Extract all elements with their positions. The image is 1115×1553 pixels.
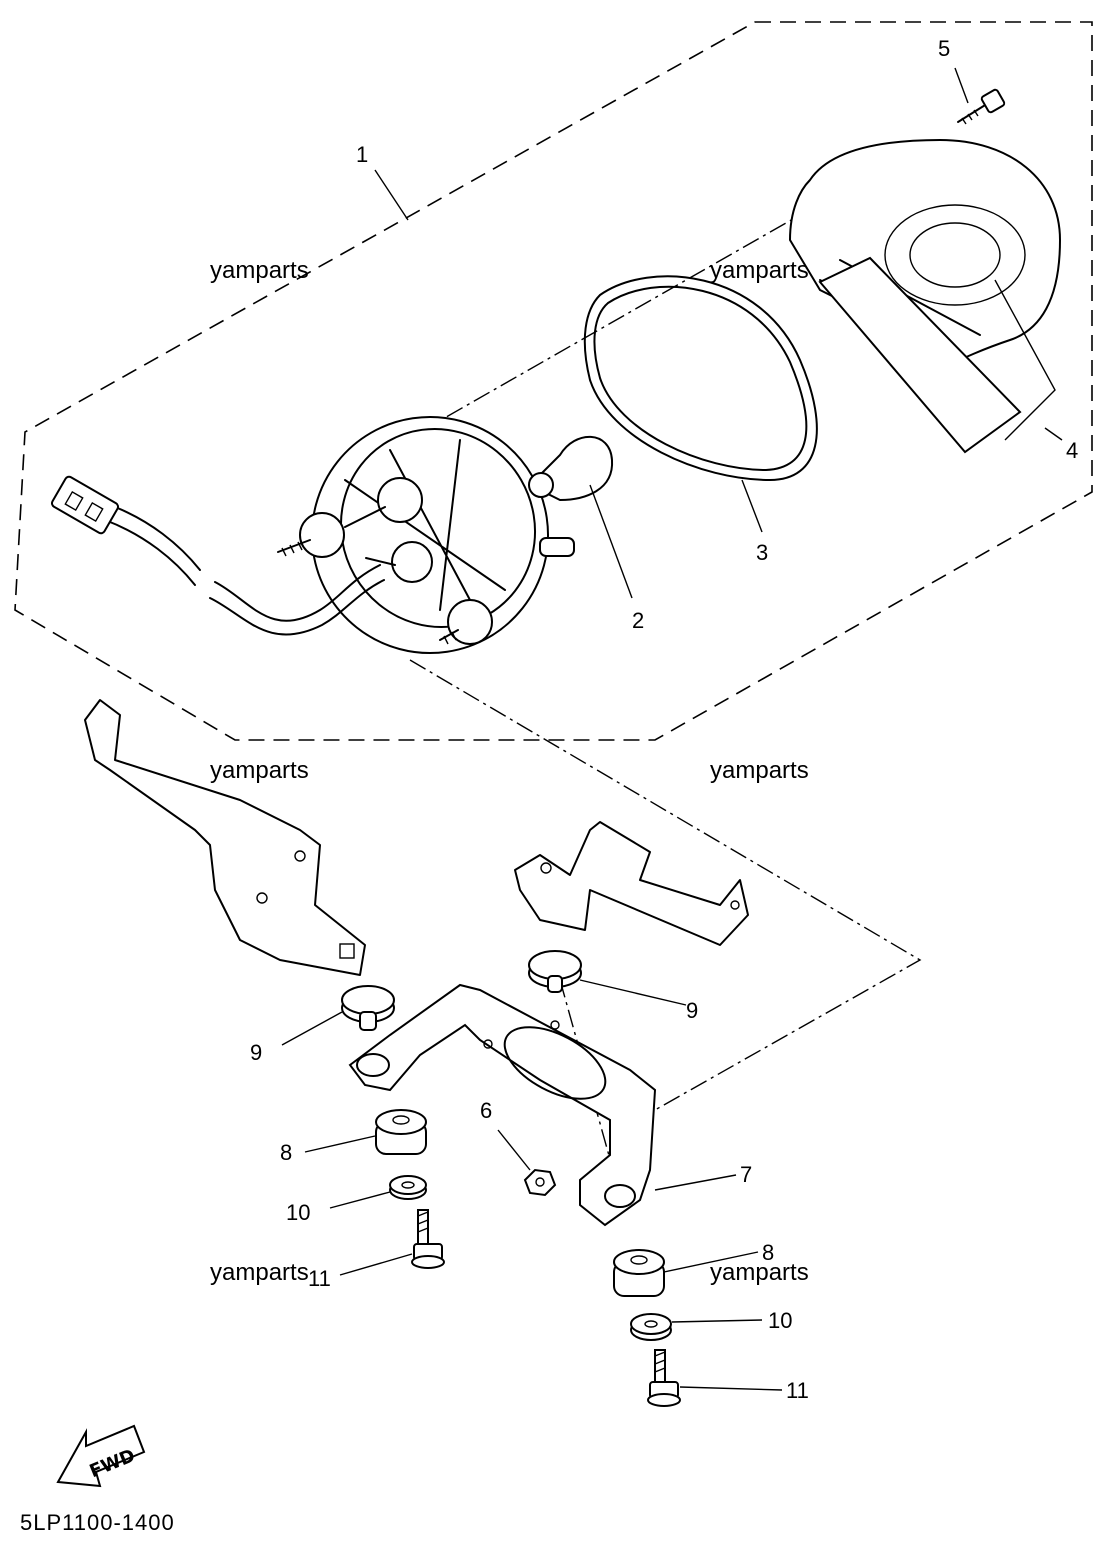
callout-11-right: 11 — [786, 1378, 809, 1403]
callout-10-left: 10 — [286, 1200, 310, 1225]
bulb — [528, 435, 614, 502]
nut — [523, 1168, 557, 1197]
bulb-sockets — [277, 477, 493, 645]
wiring-harness — [50, 475, 385, 636]
forward-arrow-icon: FWD — [56, 1424, 146, 1488]
grommet-right — [528, 950, 582, 993]
watermark-bottom-right: yamparts — [710, 1259, 809, 1286]
watermark-bottom-left: yamparts — [210, 1259, 309, 1286]
gasket — [583, 275, 818, 481]
screw — [957, 88, 1006, 125]
callout-4: 4 — [1066, 438, 1078, 463]
washer-right — [630, 1313, 672, 1341]
callout-10-right: 10 — [768, 1308, 792, 1333]
callout-3: 3 — [756, 540, 768, 565]
callout-7: 7 — [740, 1162, 752, 1187]
assembly-group-outline — [14, 21, 1093, 741]
callout-1: 1 — [356, 142, 368, 167]
callout-6: 6 — [480, 1098, 492, 1123]
bolt-left — [411, 1209, 445, 1269]
callout-11-left: 11 — [308, 1266, 331, 1291]
right-mounting-stay — [514, 821, 749, 946]
callout-2: 2 — [632, 608, 644, 633]
watermark-top-left: yamparts — [210, 257, 309, 284]
watermark-mid-right: yamparts — [710, 757, 809, 784]
callout-8-left: 8 — [280, 1140, 292, 1165]
damper-left — [375, 1109, 427, 1155]
callout-8-right: 8 — [762, 1240, 774, 1265]
callout-9-left: 9 — [250, 1040, 262, 1065]
callout-9-right: 9 — [686, 998, 698, 1023]
lens — [788, 138, 1062, 454]
bolt-right — [647, 1349, 681, 1407]
watermark-mid-left: yamparts — [210, 757, 309, 784]
washer-left — [389, 1175, 427, 1200]
leader-lines — [281, 67, 1063, 1391]
grommet-left — [341, 985, 395, 1031]
part-code: 5LP1100-1400 — [20, 1510, 175, 1535]
bracket — [348, 983, 657, 1227]
callout-5: 5 — [938, 36, 950, 61]
tail-light-base — [311, 416, 575, 654]
watermark-top-right: yamparts — [710, 257, 809, 284]
left-mounting-stay — [84, 699, 366, 976]
damper-right — [613, 1249, 665, 1297]
